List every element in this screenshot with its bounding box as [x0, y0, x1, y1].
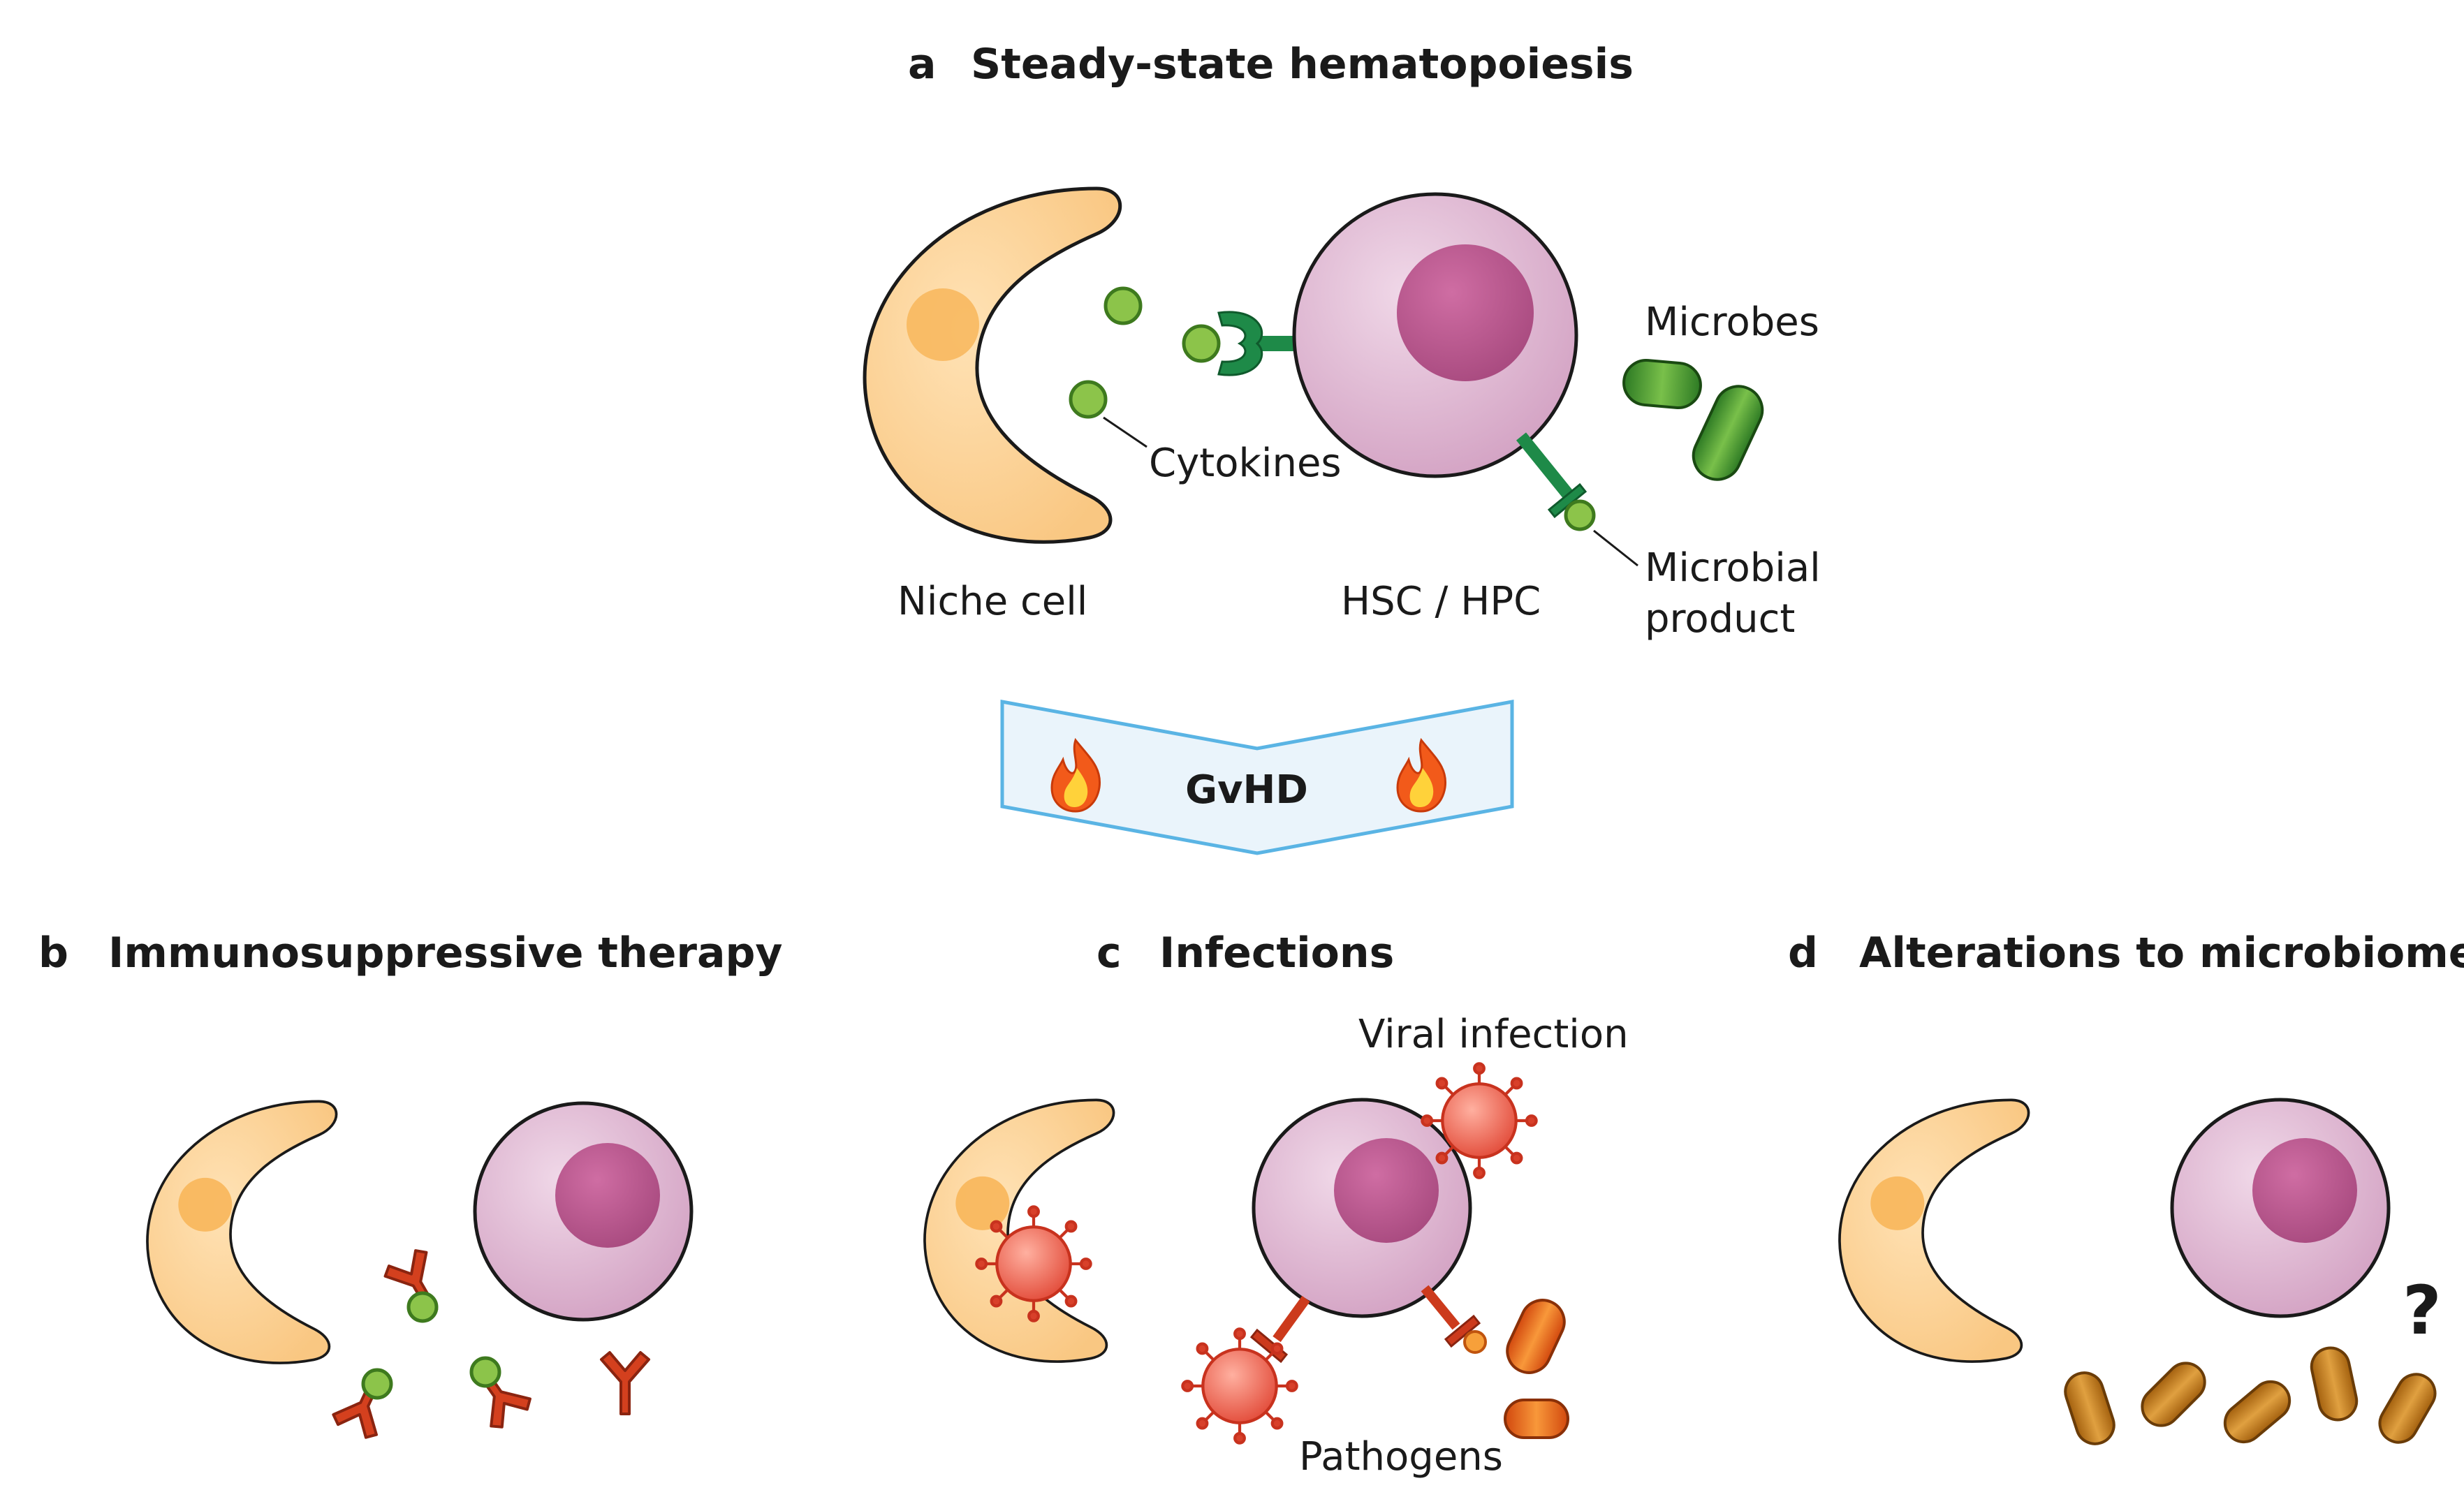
bound-cytokine — [1182, 324, 1221, 363]
niche-cell-nucleus — [907, 288, 979, 361]
antibody-icon — [600, 1351, 650, 1415]
panel-d: d Alterations to microbiome ? — [1788, 929, 2464, 1445]
panel-a: a Steady-state hematopoiesis Cytokines — [865, 40, 1821, 642]
viral-infection-label: Viral infection — [1358, 1012, 1629, 1057]
panel-a-title: Steady-state hematopoiesis — [971, 40, 1634, 89]
virus-icon — [1182, 1329, 1296, 1443]
hsc-hpc-label: HSC / HPC — [1341, 579, 1541, 624]
panel-a-letter: a — [908, 40, 937, 89]
niche-cell — [923, 1098, 1115, 1363]
cytokine-leader-line — [1103, 416, 1147, 448]
pathogen-icon — [1506, 1299, 1566, 1374]
panel-d-title: Alterations to microbiome — [1859, 929, 2464, 978]
microbial-product-leader-line — [1593, 529, 1638, 567]
microbes-label: Microbes — [1645, 300, 1819, 345]
bacterium-icon — [1692, 385, 1764, 481]
hsc-cell — [1252, 1098, 1472, 1318]
hsc-nucleus — [1397, 244, 1534, 381]
cytokine — [406, 1291, 439, 1323]
panel-c: c Infections Viral infection — [923, 929, 1629, 1480]
gvhd-banner: GvHD — [1000, 699, 1514, 855]
hsc-cell — [2170, 1098, 2391, 1318]
virus-icon — [1422, 1063, 1536, 1177]
receptor-icon — [1421, 1285, 1487, 1354]
cytokine — [1103, 286, 1143, 325]
microbial-product-label-line2: product — [1645, 596, 1795, 642]
niche-cell-label: Niche cell — [897, 579, 1087, 624]
panel-b-letter: b — [38, 929, 68, 978]
virus-icon — [976, 1207, 1090, 1320]
cytokine — [361, 1368, 393, 1400]
panel-b: b Immunosuppressive therapy — [38, 929, 783, 1443]
pathogens-label: Pathogens — [1299, 1434, 1503, 1480]
microbial-product-particle — [1564, 499, 1596, 531]
bacterium-icon — [1622, 358, 1702, 410]
pattern-receptor-icon — [1516, 432, 1596, 531]
hsc-cell — [1292, 192, 1578, 478]
commensal-bacterium-icon — [2378, 1373, 2437, 1444]
niche-cell — [1838, 1098, 2030, 1363]
question-mark: ? — [2403, 1271, 2442, 1350]
commensal-bacterium-icon — [2064, 1371, 2115, 1445]
hsc-cell — [473, 1101, 694, 1322]
panel-c-letter: c — [1097, 929, 1122, 978]
microbial-product-label-line1: Microbial — [1645, 545, 1821, 591]
cytokine — [1069, 380, 1108, 419]
panel-c-title: Infections — [1159, 929, 1394, 978]
commensal-bacterium-icon — [2141, 1362, 2206, 1427]
pathogen-icon — [1504, 1399, 1569, 1439]
panel-b-title: Immunosuppressive therapy — [108, 929, 783, 978]
commensal-bacterium-icon — [2310, 1346, 2359, 1422]
cytokines-label: Cytokines — [1149, 441, 1342, 486]
commensal-bacterium-icon — [2223, 1380, 2291, 1444]
niche-cell — [146, 1100, 338, 1364]
panel-d-letter: d — [1788, 929, 1818, 978]
niche-cell — [865, 189, 1120, 542]
cytokine — [469, 1356, 501, 1388]
gvhd-label: GvHD — [1185, 767, 1308, 813]
